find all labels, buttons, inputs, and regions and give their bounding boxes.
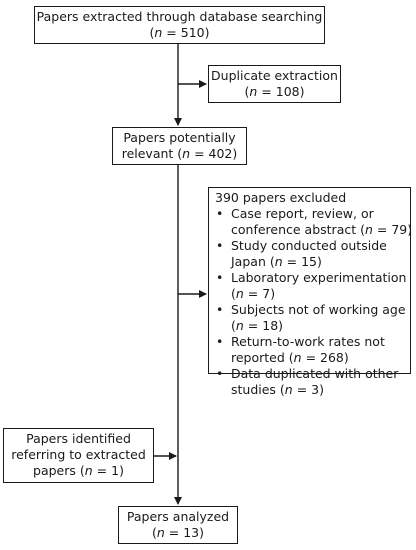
duplicate-extraction-box: Duplicate extraction (n = 108) (208, 65, 341, 103)
duplicate-extraction-count: (n = 108) (244, 84, 305, 99)
exclusion-reason-item: • Laboratory experimentation (n = 7) (216, 270, 407, 301)
papers-analyzed-count: (n = 13) (151, 525, 205, 540)
papers-analyzed-box: Papers analyzed (n = 13) (118, 506, 238, 544)
papers-extracted-count: (n = 510) (149, 25, 210, 40)
bullet-icon: • (216, 334, 224, 349)
exclusion-reason-item: • Return-to-work rates not reported (n =… (216, 334, 385, 365)
papers-identified-label: Papers identified (26, 431, 131, 446)
papers-analyzed-label: Papers analyzed (126, 509, 230, 524)
exclusion-reason-item: • Study conducted outside Japan (n = 15) (216, 238, 387, 269)
papers-excluded-box: 390 papers excluded • Case report, revie… (208, 187, 412, 397)
papers-identified-box: Papers identified referring to extracted… (3, 428, 154, 483)
bullet-icon: • (216, 270, 224, 285)
exclusion-reason-item: • Subjects not of working age (n = 18) (216, 302, 406, 333)
papers-relevant-label: Papers potentially (123, 130, 236, 145)
papers-excluded-header: 390 papers excluded (215, 190, 347, 205)
papers-relevant-count: relevant (n = 402) (121, 146, 238, 161)
duplicate-extraction-label: Duplicate extraction (211, 68, 338, 83)
exclusion-reason-item: • Case report, review, or conference abs… (216, 206, 413, 237)
papers-identified-count: papers (n = 1) (33, 463, 124, 478)
bullet-icon: • (216, 206, 224, 221)
papers-relevant-box: Papers potentially relevant (n = 402) (112, 127, 247, 165)
papers-extracted-label: Papers extracted through database search… (36, 9, 323, 24)
bullet-icon: • (216, 238, 224, 253)
bullet-icon: • (216, 302, 224, 317)
papers-extracted-box: Papers extracted through database search… (34, 6, 325, 44)
exclusion-reason-item: • Data duplicated with other studies (n … (216, 366, 399, 397)
bullet-icon: • (216, 366, 224, 381)
exclusion-reasons-list: • Case report, review, or conference abs… (215, 206, 413, 398)
papers-identified-label-2: referring to extracted (11, 447, 146, 462)
